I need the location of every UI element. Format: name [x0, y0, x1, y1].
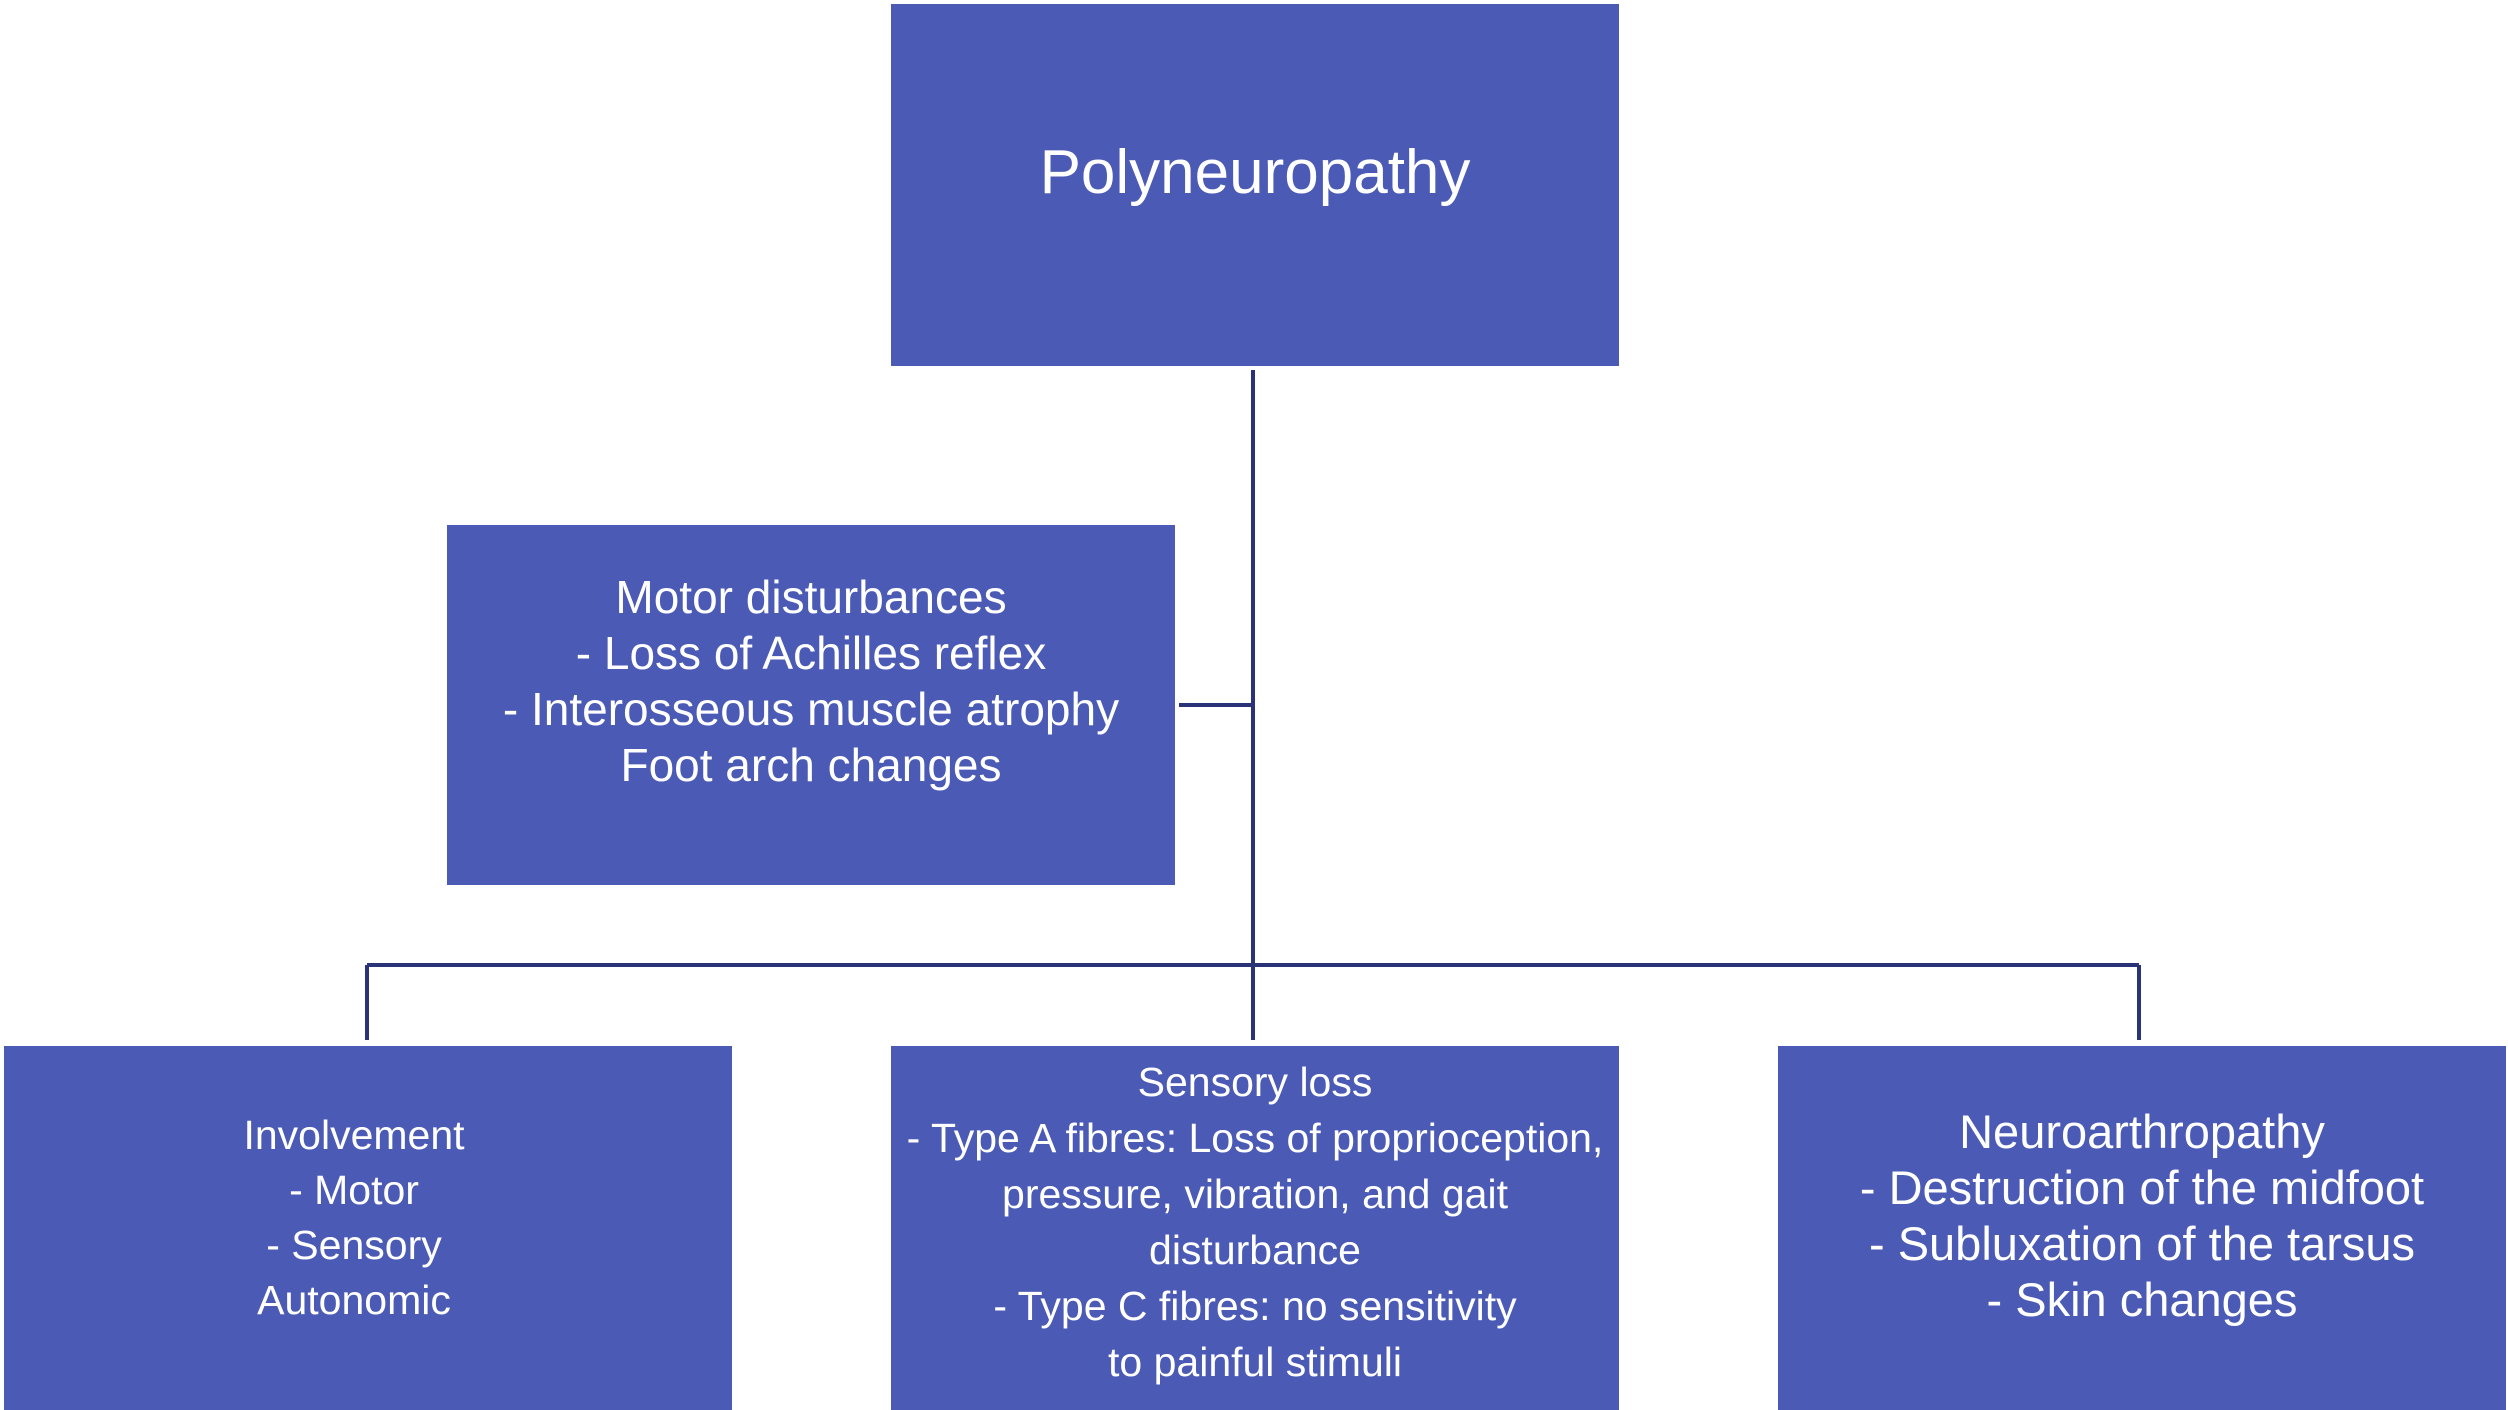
motor-item-foot-arch: Foot arch changes	[620, 739, 1002, 791]
sensory-loss-node: Sensory loss - Type A fibres: Loss of pr…	[891, 1046, 1619, 1410]
motor-disturbances-node: Motor disturbances - Loss of Achilles re…	[447, 525, 1175, 885]
involvement-item-motor: - Motor	[289, 1167, 419, 1213]
involvement-item-autonomic: Autonomic	[257, 1277, 451, 1323]
sensory-item-type-c-cont: to painful stimuli	[1108, 1339, 1402, 1385]
motor-item-achilles: - Loss of Achilles reflex	[575, 627, 1047, 679]
sensory-item-type-c: - Type C fibres: no sensitivity	[993, 1283, 1517, 1329]
sensory-item-type-a-cont2: disturbance	[1149, 1227, 1361, 1273]
neuro-item-midfoot: - Destruction of the midfoot	[1859, 1161, 2425, 1214]
neuroarthropathy-node: Neuroarthropathy - Destruction of the mi…	[1778, 1046, 2506, 1410]
neuro-heading: Neuroarthropathy	[1959, 1105, 2325, 1158]
involvement-node: Involvement - Motor - Sensory Autonomic	[4, 1046, 732, 1410]
sensory-item-type-a-cont: pressure, vibration, and gait	[1002, 1171, 1508, 1217]
involvement-heading: Involvement	[243, 1112, 465, 1158]
sensory-heading: Sensory loss	[1137, 1059, 1373, 1105]
neuro-item-skin: - Skin changes	[1986, 1273, 2298, 1326]
motor-heading: Motor disturbances	[615, 571, 1007, 623]
involvement-item-sensory: - Sensory	[266, 1222, 442, 1268]
polyneuropathy-node: Polyneuropathy	[891, 4, 1619, 366]
neuro-item-tarsus: - Subluxation of the tarsus	[1868, 1217, 2416, 1270]
polyneuropathy-title: Polyneuropathy	[1039, 138, 1471, 207]
sensory-item-type-a: - Type A fibres: Loss of proprioception,	[906, 1115, 1604, 1161]
motor-item-atrophy: - Interosseous muscle atrophy	[502, 683, 1120, 735]
